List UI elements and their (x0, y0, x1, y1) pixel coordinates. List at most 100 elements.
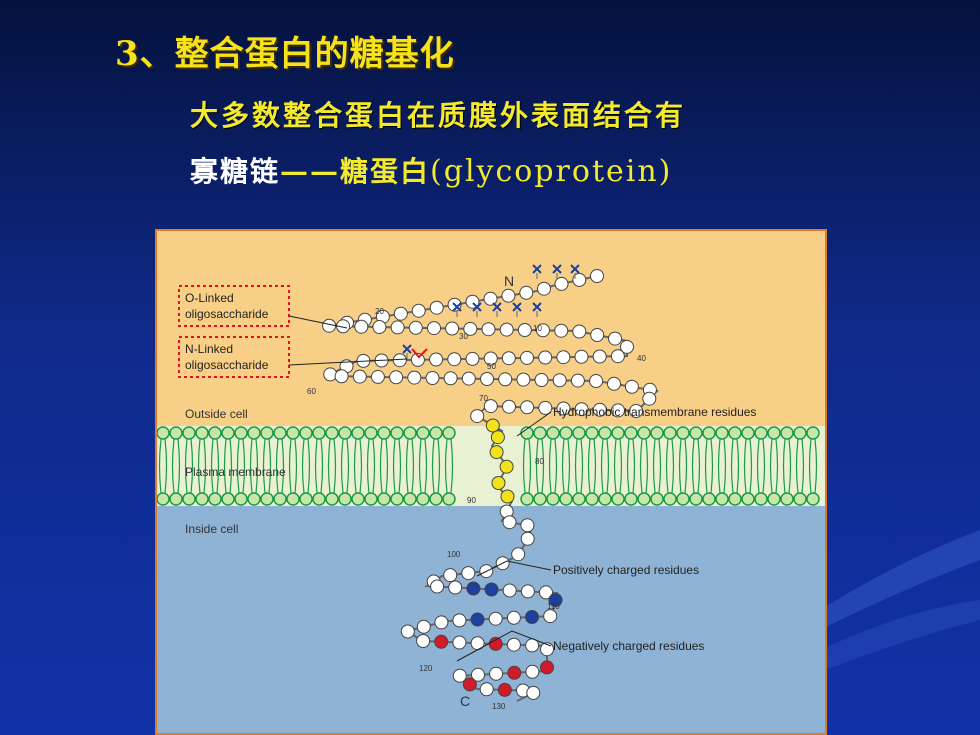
lipid-head (585, 492, 599, 506)
residue (534, 373, 549, 387)
residue (408, 320, 423, 335)
lipid-tail (548, 438, 558, 494)
lipid-head (325, 426, 339, 440)
lipid-tail (808, 438, 818, 494)
residue (416, 634, 431, 648)
residue (502, 399, 516, 414)
residue (502, 583, 517, 598)
residue-number: 110 (547, 602, 560, 611)
lipid-head (182, 492, 196, 506)
residue (629, 404, 644, 418)
sugar-residue (512, 302, 522, 312)
residue (499, 459, 514, 474)
residue (572, 324, 587, 339)
lipid-head (780, 492, 794, 506)
lipid-head (429, 492, 443, 506)
residue (443, 371, 458, 386)
residue (520, 584, 535, 599)
residue (497, 682, 512, 697)
lipid-tail (158, 438, 168, 494)
residue (538, 400, 553, 415)
residue-number: 10 (533, 324, 542, 333)
residue (519, 285, 534, 300)
lipid-head (728, 426, 742, 440)
lipid-head (247, 492, 261, 506)
lipid-head (754, 492, 768, 506)
lipid-tail (210, 438, 220, 494)
residue (411, 303, 426, 318)
residue (372, 320, 387, 334)
residue (400, 624, 415, 639)
lipid-head (754, 426, 768, 440)
lipid-head (403, 426, 417, 440)
sugar-residue (452, 302, 462, 312)
lipid-head (364, 426, 378, 440)
lipid-head (234, 492, 248, 506)
residue (323, 367, 338, 382)
n-terminus-label: N (504, 273, 514, 289)
lipid-head (429, 426, 443, 440)
residue (430, 579, 445, 594)
sugar-residue (570, 264, 580, 274)
lipid-tail (444, 438, 454, 494)
lipid-tail (184, 438, 194, 494)
residue (507, 665, 522, 680)
residue (574, 402, 589, 417)
lipid-head (624, 492, 638, 506)
lipid-head (416, 492, 430, 506)
lipid-head (221, 426, 235, 440)
residue (410, 352, 425, 367)
lipid-head (741, 492, 755, 506)
o-linked-pointer (288, 315, 348, 329)
lipid-head (157, 492, 170, 506)
lipid-tail (275, 438, 285, 494)
lipid-head (338, 426, 352, 440)
residue (498, 372, 513, 387)
lipid-head (767, 492, 781, 506)
lipid-head (780, 426, 794, 440)
residue (470, 612, 485, 627)
residue (488, 611, 503, 626)
residue (452, 613, 467, 628)
residue (506, 637, 521, 652)
residue (443, 568, 458, 583)
lipid-head (741, 426, 755, 440)
n-linked-pointer (288, 358, 408, 366)
lipid-head (299, 426, 313, 440)
residue (611, 403, 625, 418)
lipid-tail (535, 438, 545, 494)
residue-number: 60 (307, 387, 316, 396)
residue (480, 372, 494, 386)
residue (620, 339, 634, 354)
residue (592, 349, 607, 364)
residue (463, 321, 478, 336)
lipid-head (208, 426, 222, 440)
residue-number: 30 (459, 332, 468, 341)
lipid-head (637, 426, 651, 440)
residue (556, 350, 571, 365)
lipid-head (767, 426, 781, 440)
residue (483, 351, 498, 366)
lipid-head (663, 492, 677, 506)
residue (556, 401, 571, 416)
residue (389, 370, 404, 385)
lipid-head (650, 426, 664, 440)
negative-label: Negatively charged residues (553, 639, 704, 653)
residue (483, 399, 498, 414)
lipid-tail (639, 438, 649, 494)
lipid-head (676, 426, 690, 440)
residue (624, 379, 639, 394)
residue (525, 664, 540, 679)
residue (590, 269, 604, 283)
lipid-head (442, 426, 456, 440)
lipid-head (702, 426, 716, 440)
residue (520, 518, 535, 533)
lipid-head (650, 492, 664, 506)
lipid-head (338, 492, 352, 506)
residue-number: 50 (487, 362, 496, 371)
lipid-head (351, 426, 365, 440)
residue (543, 609, 558, 624)
lipid-head (286, 492, 300, 506)
lipid-head (195, 426, 209, 440)
residue (516, 372, 531, 387)
